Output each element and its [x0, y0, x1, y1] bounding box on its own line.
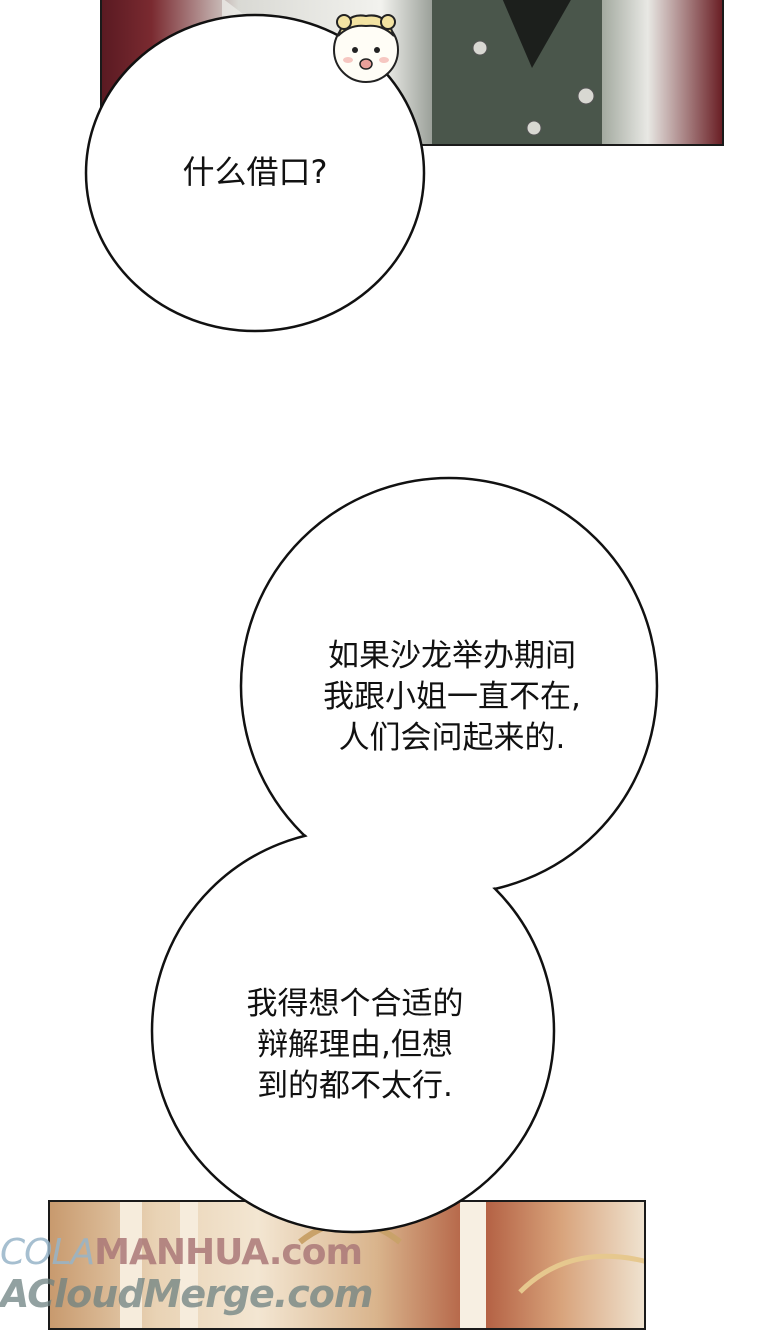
- dialogue-line: 什么借口?: [182, 153, 328, 191]
- dialogue-line: 人们会问起来的.: [338, 720, 566, 756]
- speech-bubble-2-fill: [242, 479, 656, 893]
- pillar-shape: [180, 1202, 198, 1328]
- watermark-colamanhua: COLAMANHUA.com: [0, 1232, 363, 1273]
- collar-shape: [502, 0, 571, 68]
- watermark-manhua: MANHUA.com: [94, 1232, 363, 1273]
- dialogue-line: 我得想个合适的: [246, 986, 464, 1022]
- dialogue-line: 我跟小姐一直不在,: [323, 679, 581, 715]
- pillar-shape: [460, 1202, 486, 1328]
- speech-bubble-1: [84, 13, 426, 333]
- speech-bubble-3-text: 我得想个合适的 辩解理由,但想 到的都不太行.: [205, 984, 505, 1107]
- chibi-character-icon: [333, 14, 399, 83]
- speech-bubble-merged: [150, 476, 659, 1234]
- dialogue-line: 辩解理由,但想: [257, 1027, 453, 1063]
- pillar-shape: [120, 1202, 142, 1328]
- panel-bottom-artwork: [120, 1202, 644, 1328]
- jacket-button: [472, 40, 488, 56]
- watermark-cola: COLA: [0, 1232, 95, 1273]
- dialogue-line: 如果沙龙举办期间: [328, 638, 576, 674]
- speech-bubble-2-text: 如果沙龙举办期间 我跟小姐一直不在, 人们会问起来的.: [282, 636, 622, 759]
- jacket-button: [577, 87, 595, 105]
- arch-ornament: [518, 1253, 644, 1294]
- speech-bubble-1-text: 什么借口?: [120, 152, 390, 193]
- dialogue-line: 到的都不太行.: [257, 1068, 453, 1104]
- watermark-acloudmerge: ACloudMerge.com: [0, 1272, 373, 1316]
- speech-bubble-3-fill: [153, 831, 553, 1231]
- jacket-button: [526, 120, 542, 136]
